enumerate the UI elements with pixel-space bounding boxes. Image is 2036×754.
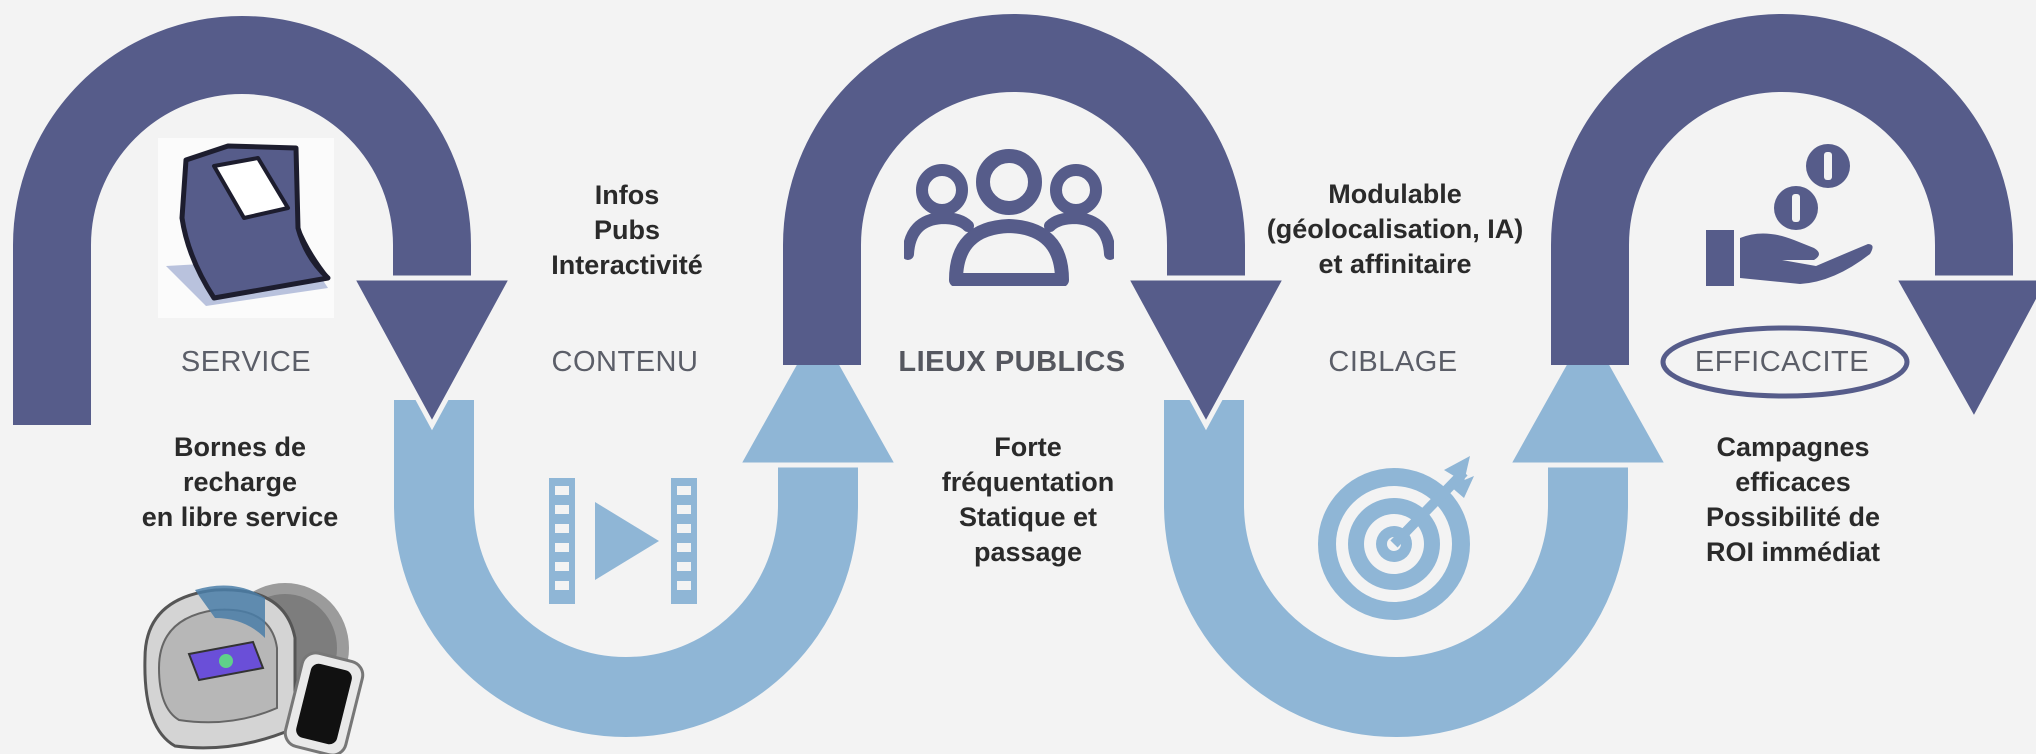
light-arrowhead-2 (1503, 316, 1673, 468)
dark-arrowhead-3 (1889, 275, 2036, 426)
description-line: ROI immédiat (1705, 537, 1881, 567)
description-line: Bornes de (173, 432, 307, 462)
description-line: fréquentation (941, 467, 1115, 497)
description-lieux-publics: Forte fréquentation Statique et passage (942, 430, 1115, 570)
dark-arc-1 (12, 16, 471, 425)
description-line: (géolocalisation, IA) (1266, 214, 1524, 244)
description-efficacite: Campagnes efficaces Possibilité de ROI i… (1706, 430, 1880, 570)
charging-station-icon (143, 583, 365, 754)
description-line: Campagnes (1716, 432, 1870, 462)
stage-label-efficacite: EFFICACITE (1694, 346, 1870, 378)
people-group-icon (904, 149, 1114, 286)
video-film-icon (549, 478, 697, 604)
highlight-ellipse (1660, 325, 1910, 399)
target-icon (1318, 456, 1474, 620)
description-line: passage (973, 537, 1083, 567)
description-line: Modulable (1328, 179, 1462, 209)
dark-arrowhead-2 (1121, 275, 1291, 431)
description-line: et affinitaire (1318, 249, 1472, 279)
light-arc-1 (394, 400, 858, 737)
kiosk-icon (158, 138, 334, 318)
light-arrowhead-1 (733, 316, 903, 468)
stage-label-ciblage: CIBLAGE (1328, 346, 1458, 378)
description-line: Pubs (593, 215, 660, 245)
coins-hand-icon (1706, 144, 1873, 286)
description-line: Interactivité (551, 250, 703, 280)
description-line: Infos (594, 180, 660, 210)
description-line: en libre service (141, 502, 339, 532)
description-line: Possibilité de (1705, 502, 1881, 532)
stage-label-lieux-publics: LIEUX PUBLICS (898, 346, 1126, 378)
description-ciblage: Modulable (géolocalisation, IA) et affin… (1267, 177, 1524, 282)
description-service: Bornes de recharge en libre service (142, 430, 339, 535)
stage-label-contenu: CONTENU (551, 346, 699, 378)
dark-arrowhead-1 (347, 275, 517, 431)
stage-label-service: SERVICE (180, 346, 312, 378)
light-arc-2 (1164, 400, 1628, 737)
description-line: Statique et (958, 502, 1098, 532)
description-contenu: Infos Pubs Interactivité (551, 178, 703, 283)
dark-arc-2 (783, 14, 1245, 365)
description-line: Forte (994, 432, 1062, 462)
description-line: efficaces (1735, 467, 1851, 497)
description-line: recharge (182, 467, 298, 497)
dark-arc-3 (1551, 14, 2013, 365)
